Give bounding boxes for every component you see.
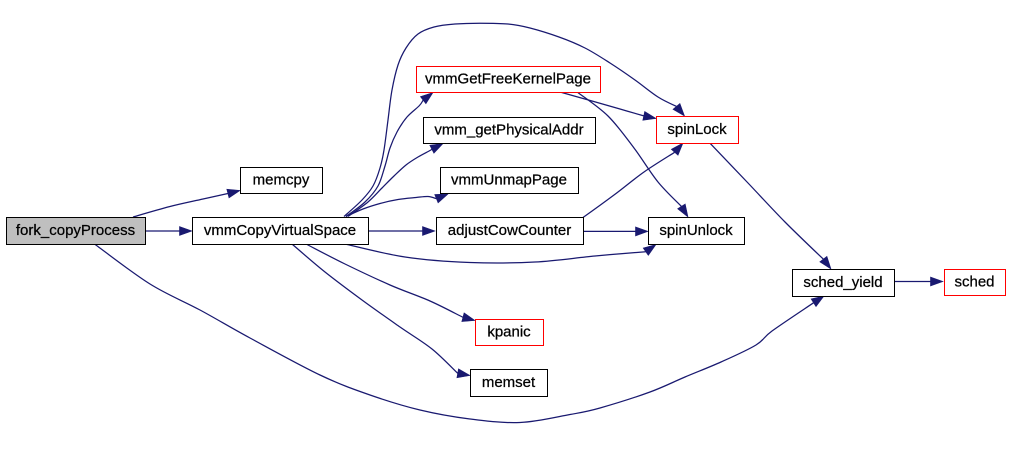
svg-text:kpanic: kpanic [487, 324, 531, 341]
svg-text:sched: sched [954, 274, 994, 291]
svg-text:memcpy: memcpy [253, 172, 310, 189]
svg-text:vmm_getPhysicalAddr: vmm_getPhysicalAddr [434, 122, 583, 139]
svg-text:spinUnlock: spinUnlock [659, 222, 733, 239]
svg-text:memset: memset [482, 374, 536, 391]
svg-text:vmmCopyVirtualSpace: vmmCopyVirtualSpace [204, 222, 356, 239]
svg-text:vmmGetFreeKernelPage: vmmGetFreeKernelPage [425, 71, 591, 88]
svg-text:sched_yield: sched_yield [803, 274, 882, 291]
svg-text:adjustCowCounter: adjustCowCounter [448, 222, 571, 239]
svg-text:vmmUnmapPage: vmmUnmapPage [451, 172, 567, 189]
svg-text:spinLock: spinLock [667, 121, 727, 138]
svg-text:fork_copyProcess: fork_copyProcess [16, 222, 135, 239]
